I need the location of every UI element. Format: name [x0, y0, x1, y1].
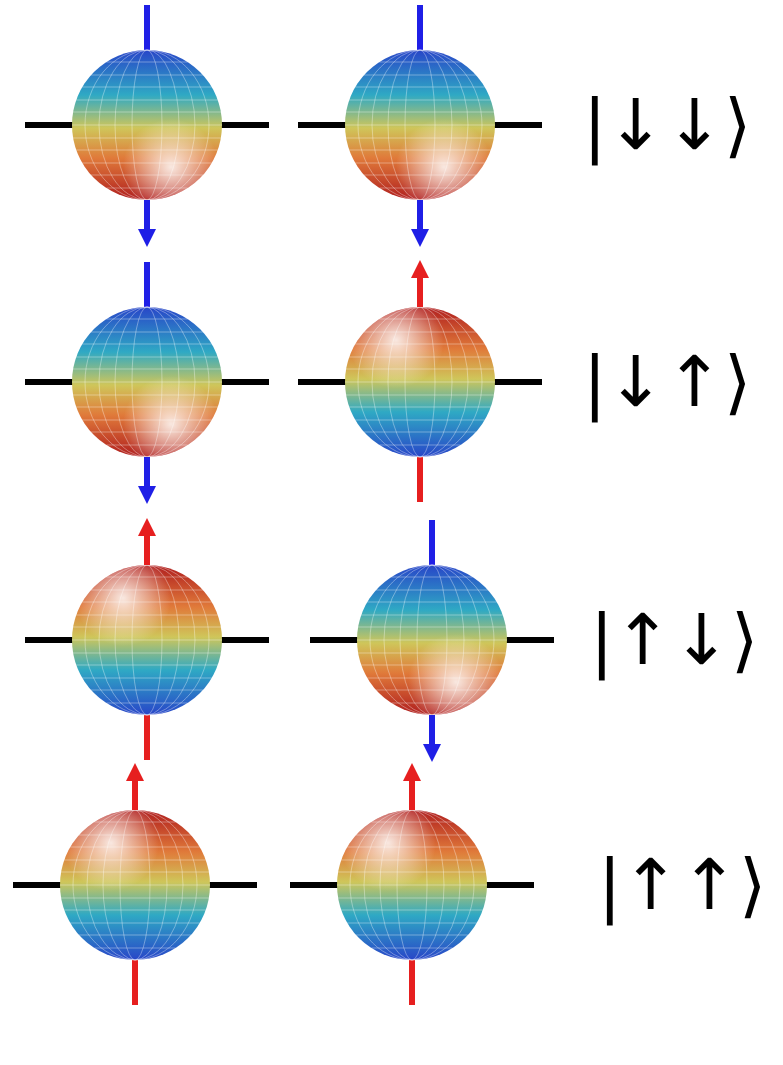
ket-label: |↓↓⟩ — [583, 90, 751, 160]
spin-down-sphere — [25, 262, 269, 504]
ket-label: |↓↑⟩ — [583, 347, 751, 417]
ket-label: |↑↓⟩ — [590, 605, 758, 675]
spin-down-sphere — [310, 520, 554, 762]
ket-label: |↑↑⟩ — [598, 850, 766, 920]
spin-down-sphere — [25, 5, 269, 247]
spin-down-sphere — [298, 5, 542, 247]
spin-up-sphere — [298, 260, 542, 502]
spin-up-sphere — [25, 518, 269, 760]
spin-up-sphere — [13, 763, 257, 1005]
spin-up-sphere — [290, 763, 534, 1005]
